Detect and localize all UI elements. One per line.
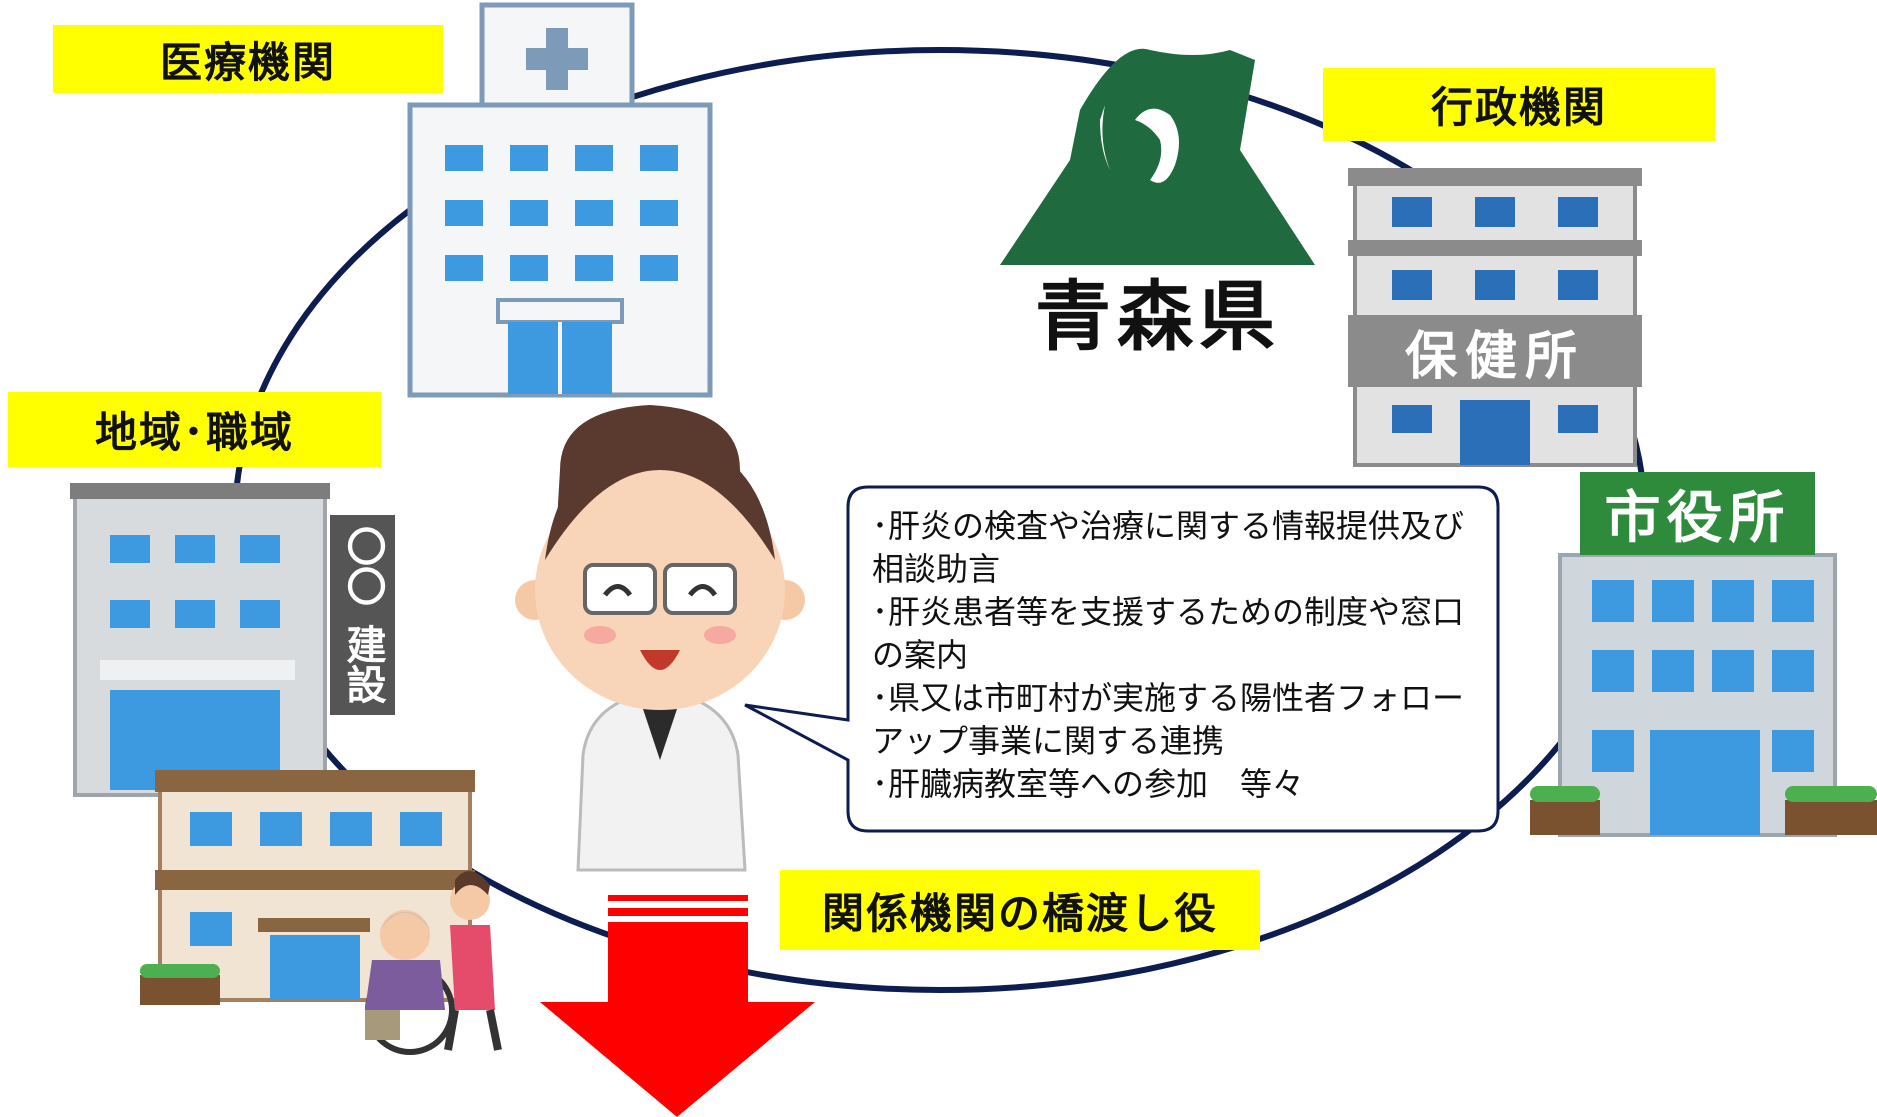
city-hall-sign: 市役所 bbox=[1604, 486, 1791, 551]
role-item: ･肝臓病教室等への参加 等々 bbox=[872, 765, 1305, 803]
label-medical-institution: 医療機関 bbox=[53, 25, 443, 93]
company-sign-type: 建設 bbox=[339, 624, 386, 704]
coordinator-person-icon bbox=[515, 405, 805, 872]
label-bridge-role: 関係機関の橋渡し役 bbox=[780, 870, 1260, 950]
aomori-logo-text: 青森県 bbox=[1035, 272, 1281, 361]
health-center-icon bbox=[1348, 168, 1642, 467]
speech-bubble bbox=[744, 485, 1500, 833]
role-item: ･肝炎の検査や治療に関する情報提供及び相談助言 bbox=[872, 507, 1465, 588]
down-arrow-icon bbox=[540, 895, 815, 1117]
company-sign-mark: 〇〇 bbox=[339, 526, 386, 606]
label-community-workplace: 地域･職域 bbox=[8, 392, 381, 467]
role-description-list: ･肝炎の検査や治療に関する情報提供及び相談助言 ･肝炎患者等を支援するための制度… bbox=[872, 505, 1482, 806]
caregiver-wheelchair-icon bbox=[365, 871, 502, 1055]
aomori-logo-icon bbox=[1000, 48, 1315, 265]
hospital-icon bbox=[407, 2, 713, 398]
role-item: ･肝炎患者等を支援するための制度や窓口の案内 bbox=[872, 593, 1465, 674]
office-building-icon bbox=[70, 483, 395, 797]
role-item: ･県又は市町村が実施する陽性者フォローアップ事業に関する連携 bbox=[872, 679, 1465, 760]
label-administrative-institution: 行政機関 bbox=[1323, 68, 1715, 141]
city-hall-icon bbox=[1530, 472, 1877, 837]
health-center-sign: 保健所 bbox=[1404, 326, 1585, 387]
